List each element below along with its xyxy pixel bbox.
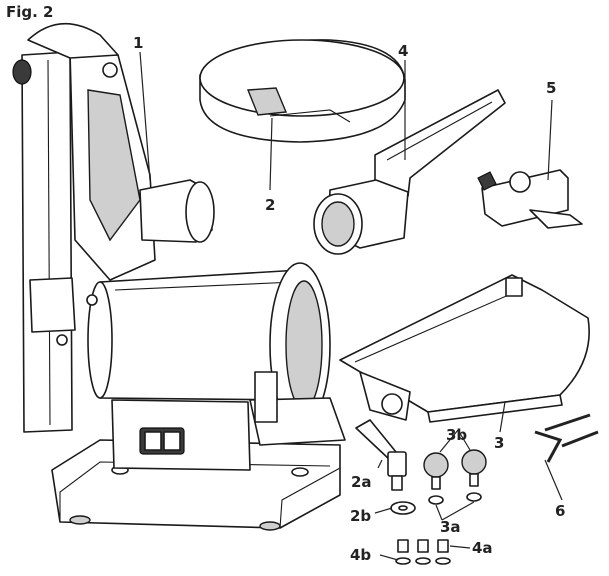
part-6-hex-keys [534,413,599,463]
label-2: 2 [265,196,275,214]
part-3b-knobs [423,449,487,490]
part-3a-washers [428,492,482,505]
label-6: 6 [555,502,565,520]
part-3-work-table [339,274,590,423]
label-4b: 4b [350,546,371,564]
label-2a: 2a [351,473,372,491]
part-5-mitre-gauge [477,169,583,229]
part-4b-washers [395,557,451,565]
label-2b: 2b [350,507,371,525]
label-1: 1 [133,34,143,52]
part-2b-washer [390,501,416,515]
label-3b: 3b [446,426,467,444]
figure-title: Fig. 2 [6,3,54,21]
label-4: 4 [398,42,408,60]
sander-assembly [12,22,346,531]
part-4a-screws [397,539,449,553]
label-5: 5 [546,79,556,97]
label-3: 3 [494,434,504,452]
part-2-round-table [199,39,406,143]
part-2a-locking-knob [355,419,407,491]
leader-lines [139,51,563,561]
label-4a: 4a [472,539,493,557]
part-4-dust-guard [313,89,506,255]
label-3a: 3a [440,518,461,536]
